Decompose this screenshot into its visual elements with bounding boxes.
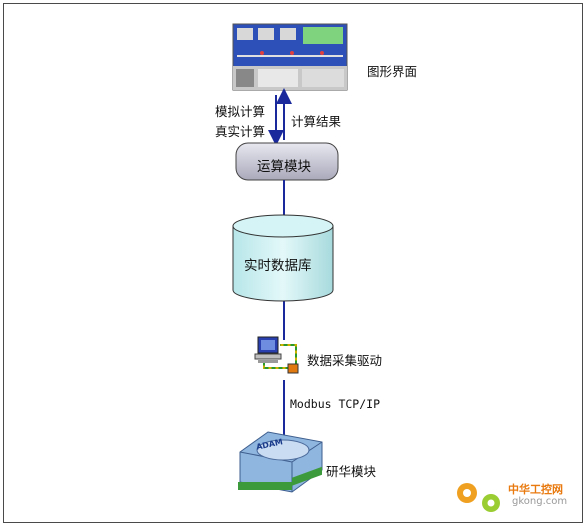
watermark-gear-icon xyxy=(457,483,500,512)
realtime-db-label: 实时数据库 xyxy=(244,258,312,274)
watermark-cn: 中华工控网 xyxy=(508,483,563,496)
driver-label: 数据采集驱动 xyxy=(307,353,383,368)
adam-device-image xyxy=(238,431,323,493)
realtime-db-cylinder xyxy=(232,214,334,302)
device-label: 研华模块 xyxy=(326,464,377,479)
gui-label: 图形界面 xyxy=(367,64,418,79)
protocol-label: Modbus TCP/IP xyxy=(290,397,381,411)
gui-screen-image xyxy=(232,23,348,91)
arrow-down-label-line1: 模拟计算 xyxy=(215,104,266,119)
watermark-url: gkong.com xyxy=(512,496,568,507)
computer-icon xyxy=(254,336,299,374)
compute-module-label: 运算模块 xyxy=(257,159,311,175)
arrow-down-label-line2: 真实计算 xyxy=(215,124,266,139)
compute-module-box xyxy=(235,142,339,181)
arrow-up-label: 计算结果 xyxy=(291,114,342,129)
